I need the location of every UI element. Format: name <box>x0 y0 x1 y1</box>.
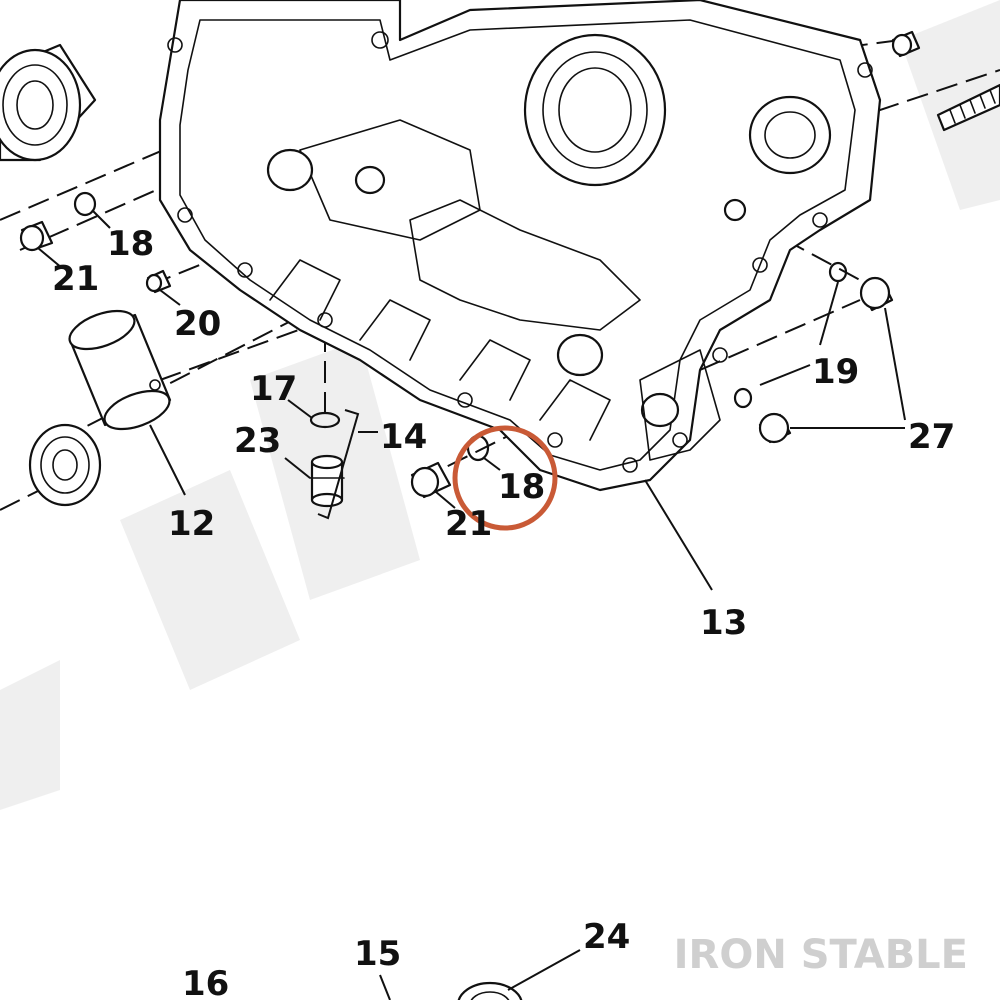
callout-17: 17 <box>250 369 297 409</box>
callout-18-lower: 18 <box>498 467 545 507</box>
callout-20: 20 <box>174 304 221 344</box>
pin-20 <box>145 269 172 294</box>
brand-watermark: IRON STABLE <box>674 932 968 978</box>
o-ring-17 <box>309 411 341 429</box>
callout-labels: 18 21 20 12 17 23 14 18 21 13 19 27 16 1… <box>52 224 955 1000</box>
dowel-pin-21-upper <box>19 220 54 252</box>
callout-21-upper: 21 <box>52 259 99 299</box>
leader-lines <box>37 209 906 1000</box>
bushing-27-upper <box>859 276 894 312</box>
callout-24: 24 <box>583 917 630 957</box>
callout-19: 19 <box>812 352 859 392</box>
callout-23: 23 <box>234 421 281 461</box>
highlight-circle <box>452 425 558 531</box>
bushing-27-lower <box>758 412 792 444</box>
callout-21-lower: 21 <box>445 504 492 544</box>
callout-18-upper: 18 <box>107 224 154 264</box>
threaded-stud <box>936 83 1000 132</box>
pin-top-right <box>891 30 921 58</box>
callout-27: 27 <box>908 417 955 457</box>
callout-14: 14 <box>380 417 427 457</box>
bearing-top-left <box>0 43 97 162</box>
callout-15: 15 <box>354 934 401 974</box>
bearing-race-12 <box>68 309 172 431</box>
callout-12: 12 <box>168 504 215 544</box>
callout-16: 16 <box>182 964 229 1000</box>
crankcase-half <box>158 0 882 492</box>
o-ring-19-lower <box>733 387 753 409</box>
dowel-pin-21-lower <box>410 461 452 499</box>
callout-13: 13 <box>700 603 747 643</box>
ball-bearing-lower <box>28 423 102 507</box>
o-ring-19-upper <box>828 261 848 283</box>
o-ring-18-upper <box>73 191 97 217</box>
seal-ring-24 <box>457 981 523 1000</box>
